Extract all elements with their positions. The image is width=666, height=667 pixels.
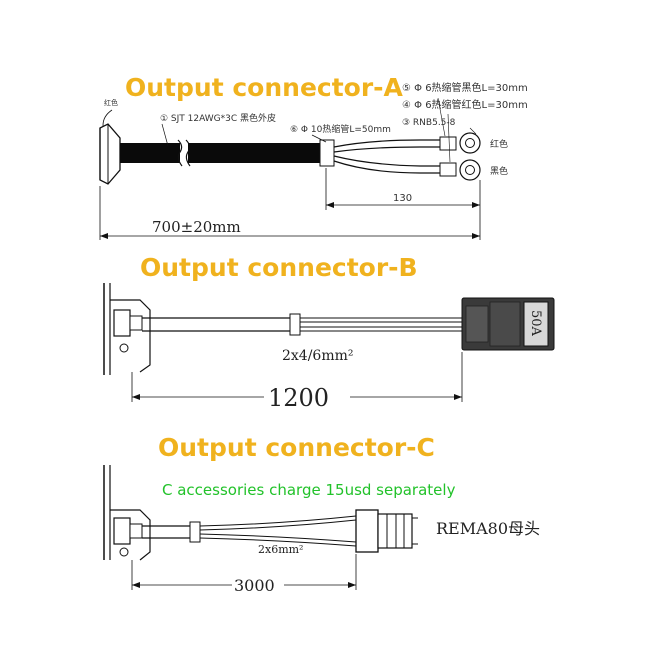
plug-rating-plate: [523, 301, 549, 347]
rema-plug-label: REMA80母头: [436, 519, 540, 538]
section-c-note: C accessories charge 15usd separately: [162, 481, 456, 499]
wire-spec-c: 2x6mm²: [258, 543, 303, 556]
section-b-title: Output connector-B: [140, 253, 418, 282]
dim-1200-label: 1200: [268, 384, 329, 412]
legend-terminal: ③ RNB5.5-8: [402, 118, 456, 128]
plug-b-base: [113, 309, 131, 337]
dim-3000-label: 3000: [234, 576, 275, 595]
dim-700-label: 700±20mm: [152, 218, 241, 236]
cable-a-left: [120, 143, 180, 163]
cable-spec-label: ① SJT 12AWG*3C 黑色外皮: [160, 112, 276, 124]
dim-130-label: 130: [393, 193, 412, 204]
wire-red: [333, 139, 440, 148]
rema-plug-head: [377, 513, 413, 549]
wire-black: [333, 155, 440, 167]
wire-black-label: 黑色: [490, 165, 508, 177]
tube-10-label: ⑥ Φ 10热缩管L=50mm: [290, 123, 391, 135]
section-a-title: Output connector-A: [125, 73, 404, 102]
plug-c-base: [113, 517, 131, 545]
plug-rating-label: 50A: [528, 310, 543, 337]
legend-black-tube: ⑤ Φ 6热缩管黑色L=30mm: [402, 81, 528, 94]
section-c-title: Output connector-C: [158, 433, 435, 462]
wire-spec-b: 2x4/6mm²: [282, 348, 354, 364]
left-color-label: 红色: [104, 98, 118, 107]
legend-red-tube: ④ Φ 6热缩管红色L=30mm: [402, 98, 528, 111]
section-b: Output connector-B 50A 2x4/6mm² 1200: [103, 253, 555, 412]
wire-red-label: 红色: [490, 138, 508, 150]
section-c: Output connector-C C accessories charge …: [103, 433, 540, 595]
section-a: Output connector-A ⑤ Φ 6热缩管黑色L=30mm ④ Φ …: [99, 73, 528, 240]
plug-a-body: [99, 123, 121, 185]
rema-plug-body: [355, 509, 379, 553]
tube-red: [439, 136, 457, 151]
cable-a-right: [188, 143, 320, 163]
tube-black: [439, 162, 457, 177]
heatshrink-10: [319, 139, 335, 167]
